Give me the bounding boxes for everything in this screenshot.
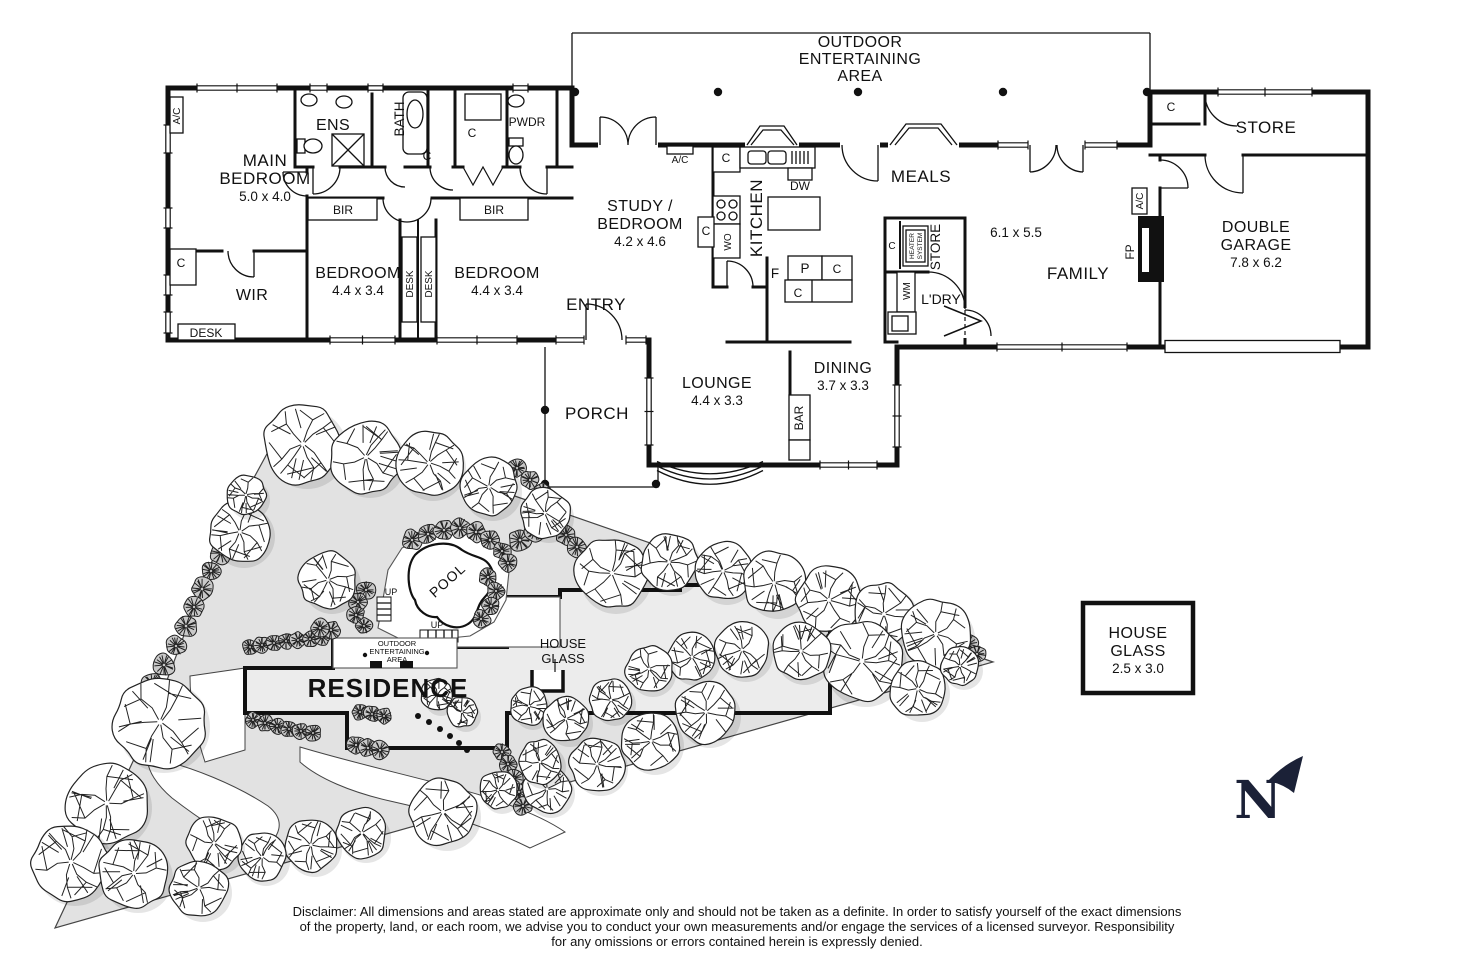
bay-windows bbox=[656, 123, 958, 485]
legend-box: HOUSE GLASS 2.5 x 3.0 bbox=[1080, 600, 1196, 696]
windows bbox=[163, 83, 1313, 470]
label-c-4: C bbox=[722, 151, 731, 165]
dims-bedroom-3: 4.4 x 3.4 bbox=[471, 283, 523, 298]
label-desk-2: DESK bbox=[424, 270, 435, 298]
disclaimer-line-3: for any omissions or errors contained he… bbox=[551, 934, 922, 949]
room-label-study-2: BEDROOM bbox=[597, 216, 682, 233]
room-label-bath: BATH bbox=[392, 101, 407, 136]
dims-study: 4.2 x 4.6 bbox=[614, 234, 666, 249]
label-ac-family: A/C bbox=[1135, 193, 1146, 210]
label-wm: WM bbox=[902, 282, 913, 300]
fireplace bbox=[1138, 216, 1164, 282]
north-arrow: N bbox=[1234, 756, 1303, 831]
label-desk-3: DESK bbox=[190, 326, 223, 340]
room-label-family: FAMILY bbox=[1047, 264, 1109, 283]
label-c-1: C bbox=[423, 149, 432, 163]
label-f: F bbox=[771, 266, 779, 281]
disclaimer-line-1: Disclaimer: All dimensions and areas sta… bbox=[293, 904, 1182, 919]
dims-main-bedroom: 5.0 x 4.0 bbox=[239, 189, 291, 204]
legend-dims: 2.5 x 3.0 bbox=[1112, 661, 1164, 676]
label-fp: FP bbox=[1123, 244, 1137, 259]
label-ac-study: A/C bbox=[672, 155, 689, 166]
dims-bedroom-2: 4.4 x 3.4 bbox=[332, 283, 384, 298]
room-label-ldry: L'DRY bbox=[921, 291, 961, 307]
label-up-1: UP bbox=[385, 587, 398, 597]
room-label-entry: ENTRY bbox=[566, 295, 626, 314]
dims-lounge: 4.4 x 3.3 bbox=[691, 393, 743, 408]
dims-dining: 3.7 x 3.3 bbox=[817, 378, 869, 393]
room-label-meals: MEALS bbox=[891, 167, 951, 186]
label-bir-2: BIR bbox=[484, 203, 504, 217]
outdoor-area-label-2: ENTERTAINING bbox=[799, 51, 921, 68]
label-heater-1: HEATER bbox=[909, 233, 916, 259]
room-label-wir: WIR bbox=[236, 287, 268, 304]
exterior-walls bbox=[165, 85, 1371, 468]
floorplan-labels: OUTDOOR ENTERTAINING AREA MAIN BEDROOM 5… bbox=[172, 34, 1296, 430]
label-p: P bbox=[800, 261, 809, 276]
room-label-pwdr: PWDR bbox=[509, 115, 546, 129]
dims-family: 6.1 x 5.5 bbox=[990, 225, 1042, 240]
room-label-lounge: LOUNGE bbox=[682, 375, 752, 392]
room-label-study-1: STUDY / bbox=[607, 198, 673, 215]
room-label-dining: DINING bbox=[814, 360, 872, 377]
label-c-6: C bbox=[833, 262, 842, 276]
site-outdoor-label-2: ENTERTAINING bbox=[369, 647, 424, 656]
room-label-main-bedroom-2: BEDROOM bbox=[219, 169, 310, 188]
label-residence: RESIDENCE bbox=[308, 673, 469, 703]
label-bar: BAR bbox=[792, 405, 806, 430]
doors bbox=[227, 93, 1244, 341]
label-c-8: C bbox=[888, 241, 895, 252]
legend-label-2: GLASS bbox=[1110, 643, 1165, 660]
label-c-3: C bbox=[177, 256, 186, 270]
disclaimer-line-2: of the property, land, or each room, we … bbox=[300, 919, 1175, 934]
label-desk-1: DESK bbox=[405, 270, 416, 298]
room-label-main-bedroom-1: MAIN bbox=[243, 151, 288, 170]
label-house-glass-2: GLASS bbox=[541, 651, 585, 666]
fixtures bbox=[169, 91, 1164, 461]
label-wo: WO bbox=[723, 233, 734, 250]
label-dw: DW bbox=[790, 179, 811, 193]
outdoor-area-label-3: AREA bbox=[837, 68, 882, 85]
vegetation bbox=[30, 404, 987, 922]
dims-garage: 7.8 x 6.2 bbox=[1230, 255, 1282, 270]
room-label-ens: ENS bbox=[316, 117, 350, 134]
laundry-exit-arrow bbox=[943, 305, 983, 337]
label-store-small: STORE bbox=[928, 224, 943, 270]
site-outdoor-label-3: AREA bbox=[387, 655, 407, 664]
label-heater-2: SYSTEM bbox=[917, 233, 924, 260]
legend-label-1: HOUSE bbox=[1109, 625, 1168, 642]
label-c-9: C bbox=[1167, 100, 1176, 114]
garage-door bbox=[1164, 339, 1341, 354]
site-plan: POOL UP UP OUTDOOR ENTERTAINING AREA RES… bbox=[30, 404, 995, 929]
label-house-glass-1: HOUSE bbox=[540, 636, 587, 651]
room-label-porch: PORCH bbox=[565, 404, 629, 423]
label-up-2: UP bbox=[431, 620, 444, 630]
room-label-bedroom-3: BEDROOM bbox=[454, 265, 539, 282]
room-label-garage-1: DOUBLE bbox=[1222, 219, 1290, 236]
outdoor-area-label-1: OUTDOOR bbox=[818, 34, 903, 51]
label-c-5: C bbox=[702, 224, 711, 238]
room-label-kitchen: KITCHEN bbox=[747, 179, 766, 257]
label-c-7: C bbox=[794, 286, 803, 300]
site-outdoor-area bbox=[332, 637, 458, 669]
house-glass-structure bbox=[530, 659, 565, 693]
north-arrow-icon bbox=[1268, 756, 1303, 793]
label-ac-left: A/C bbox=[172, 108, 183, 125]
label-bir-1: BIR bbox=[333, 203, 353, 217]
site-outdoor-label-1: OUTDOOR bbox=[378, 639, 417, 648]
label-c-2: C bbox=[468, 126, 477, 140]
room-label-garage-2: GARAGE bbox=[1221, 237, 1292, 254]
disclaimer: Disclaimer: All dimensions and areas sta… bbox=[293, 904, 1182, 949]
floor-plan: OUTDOOR ENTERTAINING AREA MAIN BEDROOM 5… bbox=[163, 32, 1371, 489]
room-label-store: STORE bbox=[1236, 118, 1297, 137]
room-label-bedroom-2: BEDROOM bbox=[315, 265, 400, 282]
